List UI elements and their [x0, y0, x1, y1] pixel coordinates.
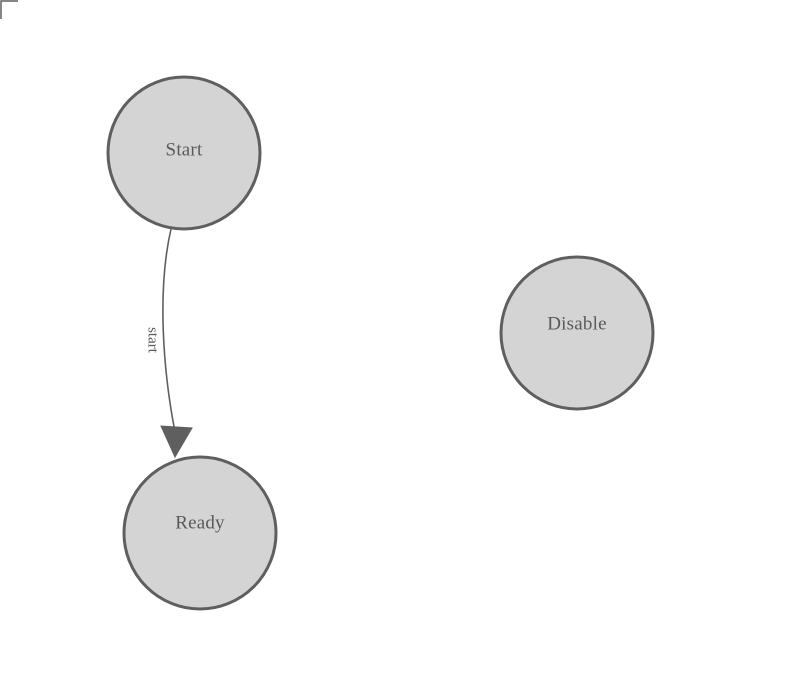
state-label-ready: Ready [175, 512, 225, 533]
edge-start-ready[interactable]: start [145, 228, 193, 459]
state-node-ready[interactable]: Ready [122, 455, 278, 611]
state-circle-start[interactable] [106, 75, 262, 231]
state-label-disable: Disable [547, 313, 606, 334]
state-node-disable[interactable]: Disable [499, 255, 655, 411]
state-node-start[interactable]: Start [106, 75, 262, 231]
edge-path [162, 228, 176, 433]
edge-label-start: start [145, 327, 161, 354]
corner-mark-icon [0, 0, 18, 19]
state-label-start: Start [166, 139, 203, 160]
edge-arrowhead-icon [160, 425, 193, 459]
state-circle-ready[interactable] [122, 455, 278, 611]
state-circle-disable[interactable] [499, 255, 655, 411]
